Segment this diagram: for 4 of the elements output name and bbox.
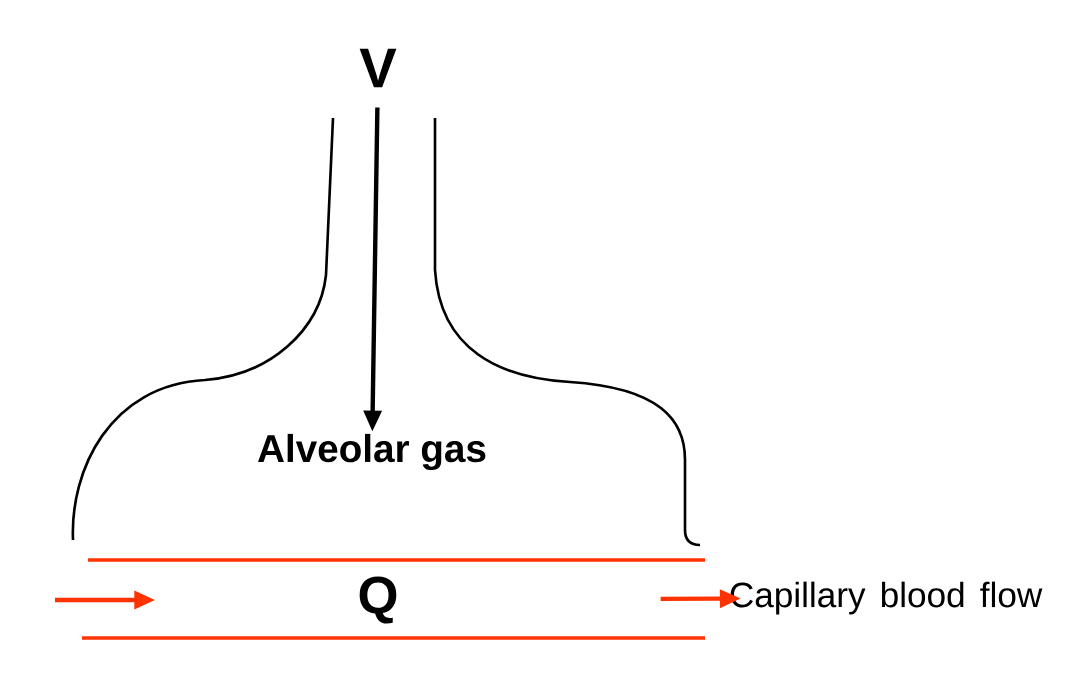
- node-label: V: [359, 48, 397, 88]
- node-label: Alveolar gas: [258, 433, 486, 471]
- node-label: Q: [359, 576, 397, 624]
- node-label: Capillary blood flow: [730, 581, 1043, 615]
